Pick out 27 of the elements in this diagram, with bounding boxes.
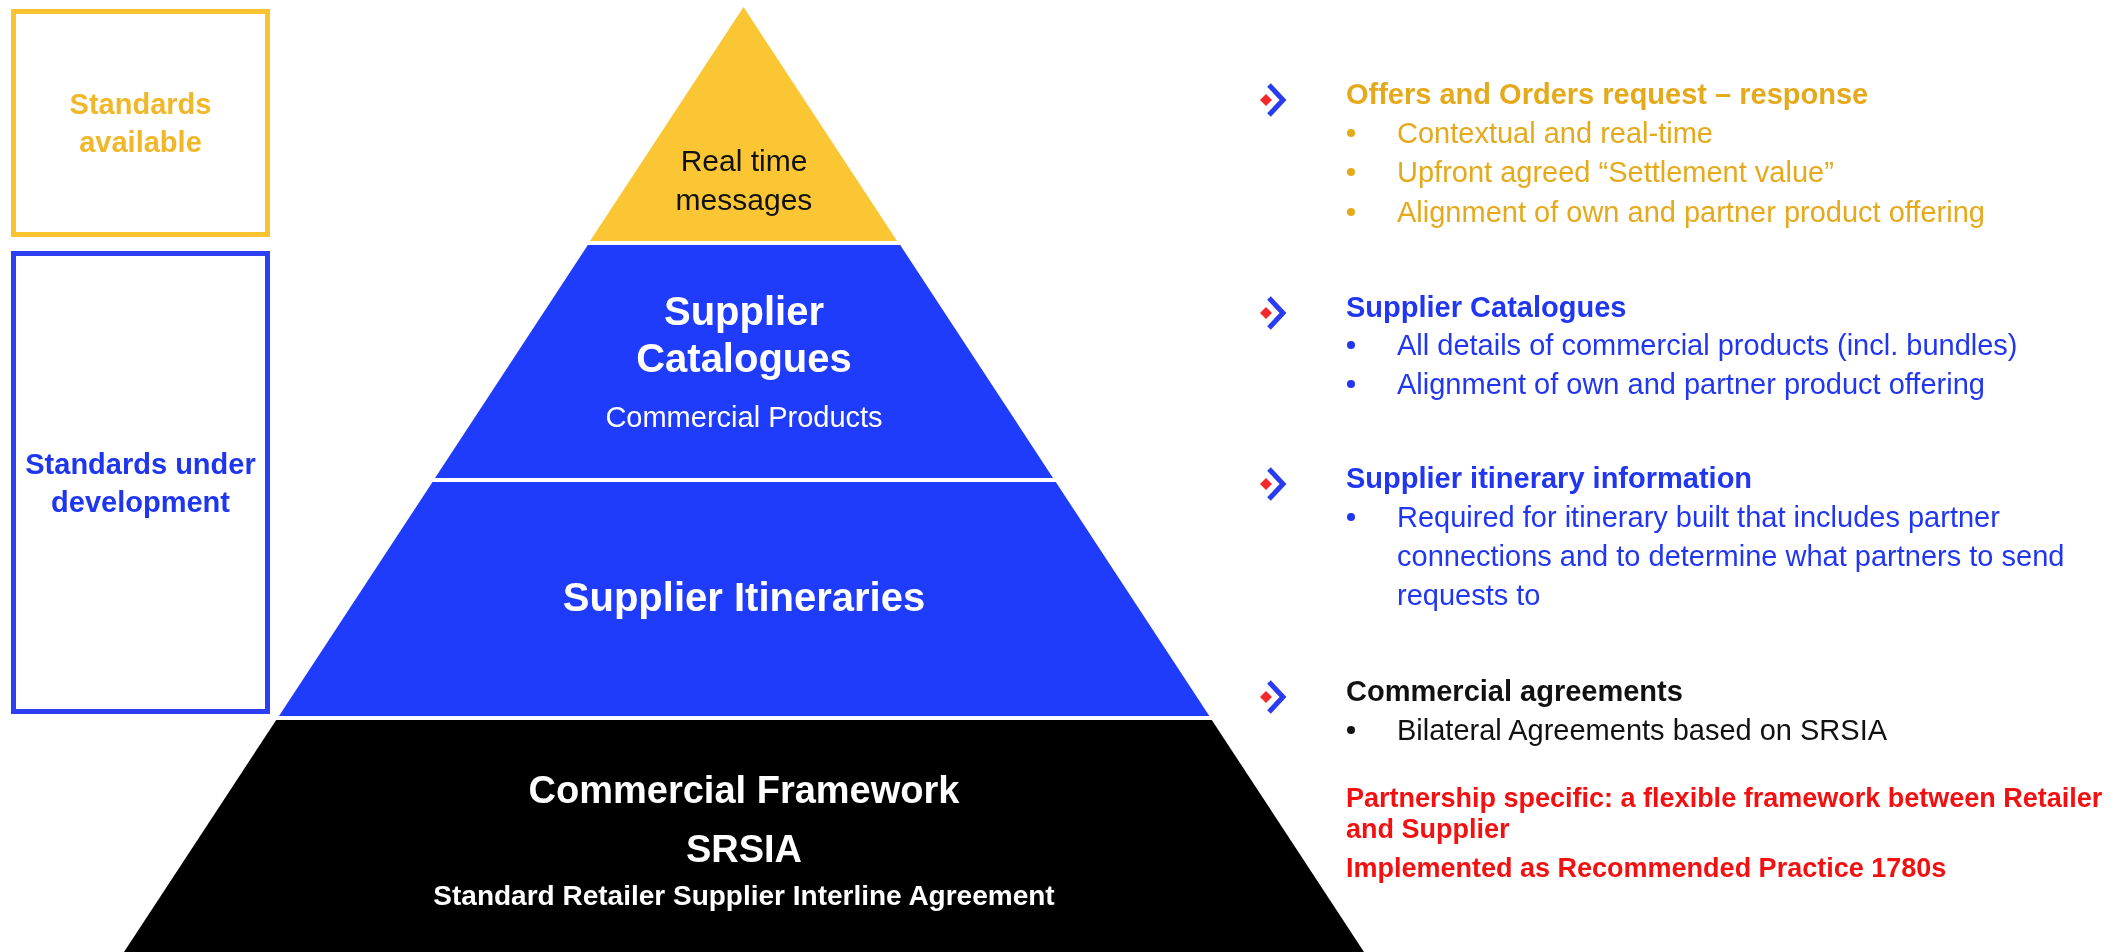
tier-title: Real time messages xyxy=(674,143,814,218)
pyramid-tier xyxy=(434,245,1053,478)
category-box xyxy=(11,251,270,714)
bullet-text: Upfront agreed “Settlement value” xyxy=(1397,155,1835,190)
tier-title: Commercial Framework xyxy=(528,768,960,813)
tier-subtitle: Commercial Products xyxy=(605,400,883,435)
note-text: Implemented as Recommended Practice 1780s xyxy=(1346,853,1948,884)
category-label: Standards under development xyxy=(24,446,257,520)
tier-subtitle: SRSIA xyxy=(685,827,803,872)
tier-title: Supplier Itineraries xyxy=(562,574,926,621)
pyramid-tier xyxy=(278,482,1210,716)
tier-title: Supplier Catalogues xyxy=(635,288,853,382)
bullet-text: Contextual and real-time xyxy=(1397,116,1714,151)
bullet-text: Bilateral Agreements based on SRSIA xyxy=(1397,713,1889,748)
bullet-text: Alignment of own and partner product offering xyxy=(1397,367,1986,402)
note-text: Partnership specific: a flexible framework between Retailer and Supplier xyxy=(1346,783,2104,845)
tier-subtitle: Standard Retailer Supplier Interline Agreement xyxy=(433,879,1055,913)
pyramid-tier xyxy=(590,7,898,241)
bullet-text: Alignment of own and partner product offering xyxy=(1397,195,1986,230)
category-label: Standards available xyxy=(68,87,213,160)
section-heading: Offers and Orders request – response xyxy=(1346,77,1870,112)
section-heading: Supplier itinerary information xyxy=(1346,461,1754,496)
section-heading: Commercial agreements xyxy=(1346,674,1684,709)
bullet-text: All details of commercial products (incl. bundles) xyxy=(1397,328,2019,363)
section-heading: Supplier Catalogues xyxy=(1346,290,1628,325)
category-box xyxy=(11,9,270,237)
bullet-text: Required for itinerary built that includes partner connections and to determine what partners to send requests to xyxy=(1397,500,2066,613)
